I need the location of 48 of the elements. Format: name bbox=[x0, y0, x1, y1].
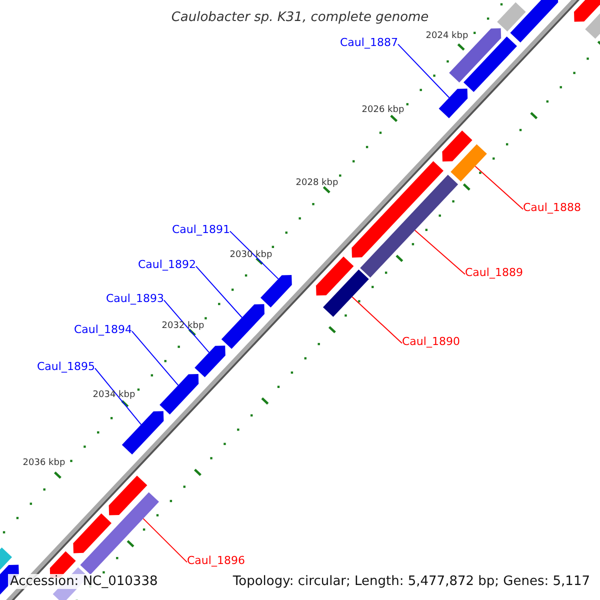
map-title: Caulobacter sp. K31, complete genome bbox=[171, 10, 429, 25]
gene-label: Caul_1895 bbox=[37, 361, 95, 373]
tick-label: 2032 kbp bbox=[162, 321, 204, 331]
gene-label: Caul_1888 bbox=[523, 202, 581, 214]
tick-label: 2024 kbp bbox=[426, 31, 468, 41]
tick-label: 2036 kbp bbox=[22, 458, 66, 468]
gene-label: Caul_1892 bbox=[138, 259, 196, 271]
gene-label: Caul_1887 bbox=[340, 37, 398, 49]
gene-feature bbox=[221, 304, 264, 349]
leader-line bbox=[229, 230, 279, 280]
gene-stripe bbox=[80, 492, 159, 575]
leader-line bbox=[163, 300, 210, 353]
leader-line bbox=[131, 330, 179, 386]
gene-feature bbox=[442, 130, 472, 162]
gene-feature bbox=[122, 411, 164, 454]
gene-label: Caul_1891 bbox=[172, 224, 230, 236]
gene-label: Caul_1889 bbox=[465, 267, 523, 279]
leader-line bbox=[474, 166, 524, 210]
gene-feature bbox=[260, 275, 292, 308]
gene-stripe bbox=[360, 174, 458, 278]
leader-line bbox=[195, 266, 242, 318]
gene-label: Caul_1894 bbox=[74, 324, 132, 336]
gene-feature bbox=[510, 0, 558, 42]
gene-feature bbox=[160, 374, 199, 414]
gene-feature bbox=[449, 28, 502, 82]
tick-label: 2034 kbp bbox=[92, 390, 136, 400]
gene-feature bbox=[316, 256, 354, 296]
accession-text: Accession: NC_010338 bbox=[8, 574, 160, 589]
gene-stripe bbox=[450, 144, 487, 182]
gene-feature bbox=[194, 346, 226, 378]
genome-info-text: Topology: circular; Length: 5,477,872 bp; Genes: 5,117 bbox=[230, 574, 592, 589]
gene-label: Caul_1890 bbox=[402, 336, 460, 348]
gene-stripe bbox=[323, 270, 369, 317]
gene-label: Caul_1896 bbox=[187, 555, 245, 567]
tick-label: 2026 kbp bbox=[362, 105, 404, 115]
gene-feature bbox=[108, 476, 148, 516]
gene-stripe bbox=[497, 2, 526, 32]
gene-label: Caul_1893 bbox=[106, 293, 164, 305]
gene-feature bbox=[73, 513, 112, 554]
gene-feature bbox=[574, 0, 600, 22]
gene-stripe bbox=[0, 548, 12, 571]
tick-label: 2028 kbp bbox=[296, 178, 338, 188]
tick-label: 2030 kbp bbox=[230, 250, 272, 260]
leader-line bbox=[94, 368, 142, 426]
leader-line bbox=[397, 44, 450, 98]
gene-feature bbox=[352, 161, 444, 258]
gene-feature bbox=[438, 88, 468, 118]
leader-line bbox=[352, 296, 402, 344]
